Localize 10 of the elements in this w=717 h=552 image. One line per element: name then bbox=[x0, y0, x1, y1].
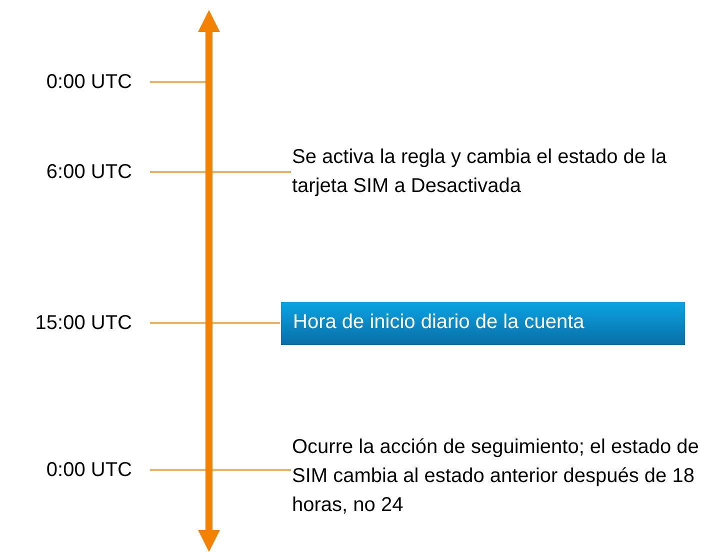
tick-line bbox=[150, 469, 291, 471]
event-box: Hora de inicio diario de la cuenta bbox=[281, 302, 685, 345]
event-text: Se activa la regla y cambia el estado de la tarjeta SIM a Desactivada bbox=[292, 143, 717, 201]
time-label: 15:00 UTC bbox=[10, 309, 132, 338]
tick-line bbox=[150, 322, 280, 324]
tick-line bbox=[150, 171, 291, 173]
time-label: 6:00 UTC bbox=[10, 158, 132, 187]
event-text: Ocurre la acción de seguimiento; el estado de SIM cambia al estado anterior después de 18 horas, no 24 bbox=[292, 433, 717, 520]
time-label: 0:00 UTC bbox=[10, 456, 132, 485]
time-label: 0:00 UTC bbox=[10, 68, 132, 97]
